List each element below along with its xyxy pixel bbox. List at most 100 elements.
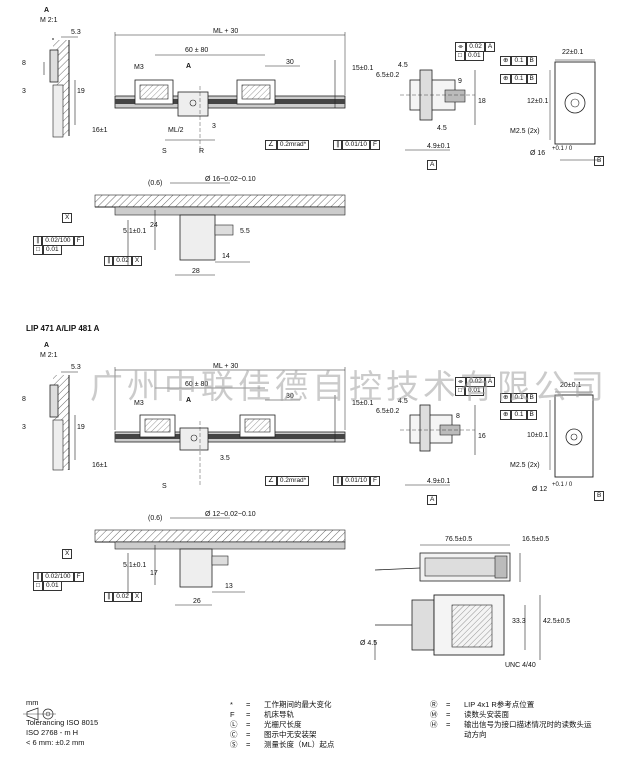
s2-label-m3: M3 bbox=[134, 400, 144, 407]
s2-dim-8b: 8 bbox=[456, 413, 460, 420]
s1-datum-b: B bbox=[594, 156, 605, 166]
legend-item: F=机床导轨 bbox=[230, 710, 294, 719]
legend-tol-2: ISO 2768 - m H bbox=[26, 728, 79, 737]
s1-label-s: S bbox=[162, 148, 167, 155]
s1-dim-3: 3 bbox=[22, 88, 26, 95]
s1-dim-ml30: ML + 30 bbox=[213, 28, 239, 35]
s2-dim-4-5: 4.5 bbox=[398, 398, 408, 405]
s1-label-a: A bbox=[186, 63, 192, 70]
s1-dim-19: 19 bbox=[77, 88, 85, 95]
s1-label-r: R bbox=[199, 148, 205, 155]
legend-item: Ⓒ=图示中无安装架 bbox=[230, 730, 317, 739]
s2-dim-3-5: 3.5 bbox=[220, 455, 230, 462]
s1-dim-28: 28 bbox=[192, 268, 200, 275]
s2-dim-42: 42.5±0.5 bbox=[543, 618, 571, 625]
s1-dim-22: 22±0.1 bbox=[562, 49, 584, 56]
s1-dim-3b: 3 bbox=[212, 123, 216, 130]
watermark: 广州中联佳德自控技术有限公司 bbox=[90, 368, 608, 405]
s2-datum-x: X bbox=[62, 549, 73, 559]
section1-mount-view bbox=[549, 59, 600, 161]
legend-item: Ⓜ=读数头安装面 bbox=[430, 710, 509, 719]
s1-dim-ml2: ML/2 bbox=[168, 127, 184, 134]
s1-dim-9: 9 bbox=[458, 78, 462, 85]
legend-tol-3: < 6 mm: ±0.2 mm bbox=[26, 738, 85, 747]
legend-item: *=工作期间的最大变化 bbox=[230, 700, 332, 709]
s1-dim-18: 18 bbox=[478, 98, 486, 105]
s2-dim-d12: Ø 12 bbox=[532, 486, 548, 493]
s2-dim-19: 19 bbox=[77, 424, 85, 431]
s2-dim-13: 13 bbox=[225, 583, 233, 590]
s2-dim-6-5: 6.5±0.2 bbox=[376, 408, 400, 415]
s2-dim-30: 30 bbox=[286, 393, 294, 400]
s2-scale: M 2:1 bbox=[40, 352, 58, 359]
s1-dim-5-3: 5.3 bbox=[71, 29, 81, 36]
s1-dim-d16: Ø 16 bbox=[530, 150, 546, 157]
s2-dim-8: 8 bbox=[22, 396, 26, 403]
s2-dim-0-6: (0.6) bbox=[148, 515, 163, 522]
s2-label-m25: M2.5 (2x) bbox=[510, 462, 540, 469]
s1-frame-2: □0.01 bbox=[455, 51, 484, 61]
legend-item: Ⓗ=输出信号为接口描述情况时的读数头运 bbox=[430, 720, 592, 729]
s2-datum-a: A bbox=[427, 495, 438, 505]
section1-front-view bbox=[114, 32, 346, 150]
section2-side-view bbox=[400, 404, 476, 486]
s2-view-a-label: A bbox=[44, 342, 50, 349]
s2-dim-ml30: ML + 30 bbox=[213, 363, 239, 370]
s1-scale: M 2:1 bbox=[40, 17, 58, 24]
s1-label-m3: M3 bbox=[134, 64, 144, 71]
section2-view-a bbox=[49, 371, 78, 471]
s1-dim-30: 30 bbox=[286, 59, 294, 66]
s2-label-s: S bbox=[162, 483, 167, 490]
connector-drawing bbox=[374, 544, 541, 660]
s1-frame-5: ∠0.2mrad* bbox=[265, 140, 310, 150]
projection-symbol-icon bbox=[23, 707, 56, 721]
s1-label-m25: M2.5 (2x) bbox=[510, 128, 540, 135]
s2-dim-76: 76.5±0.5 bbox=[445, 536, 473, 543]
s2-dim-20: 20±0.1 bbox=[560, 382, 582, 389]
legend-tol-1: Tolerancing ISO 8015 bbox=[26, 718, 99, 727]
s2-dim-16b: 16 bbox=[478, 433, 486, 440]
section2-front-view bbox=[114, 367, 346, 485]
s2-dim-d12-tol: +0.1 / 0 bbox=[552, 482, 573, 488]
s2-label-unc: UNC 4/40 bbox=[505, 662, 536, 669]
legend-tolerancing: mm Tolerancing ISO 8015 ISO 2768 - m H <… bbox=[26, 698, 98, 748]
s1-dim-6-5: 6.5±0.2 bbox=[376, 72, 400, 79]
s1-datum-a: A bbox=[427, 160, 438, 170]
section2-detail-view bbox=[94, 517, 346, 606]
s1-dim-8: 8 bbox=[22, 60, 26, 67]
s1-dim-5-1: 5.1±0.1 bbox=[123, 228, 147, 235]
s1-view-a-label: A bbox=[44, 7, 50, 14]
legend-col2: Ⓡ=LIP 4x1 R参考点位置 Ⓜ=读数头安装面 Ⓗ=输出信号为接口描述情况时… bbox=[430, 700, 592, 740]
s1-datum-x: X bbox=[62, 213, 73, 223]
section2-mount-view bbox=[549, 391, 594, 478]
s1-dim-4-5b: 4.5 bbox=[437, 125, 447, 132]
s1-dim-60-80: 60 ± 80 bbox=[185, 47, 209, 54]
s2-dim-15: 15±0.1 bbox=[352, 400, 374, 407]
legend-item: Ⓡ=LIP 4x1 R参考点位置 bbox=[430, 700, 535, 709]
s2-dim-16: 16±1 bbox=[92, 462, 108, 469]
s1-dim-0-6: (0.6) bbox=[148, 180, 163, 187]
s1-dim-4-5: 4.5 bbox=[398, 62, 408, 69]
s2-dim-5-1: 5.1±0.1 bbox=[123, 562, 147, 569]
s2-frame-8: □0.01 bbox=[33, 581, 62, 591]
legend-units: mm bbox=[26, 698, 39, 707]
s1-dim-5-5: 5.5 bbox=[240, 228, 250, 235]
s2-frame-5: ∠0.2mrad* bbox=[265, 476, 310, 486]
s2-dim-10: 10±0.1 bbox=[527, 432, 549, 439]
section1-side-view bbox=[400, 69, 476, 151]
s2-dim-33: 33.3 bbox=[512, 618, 526, 625]
s1-dim-12: 12±0.1 bbox=[527, 98, 549, 105]
s2-dim-4-9: 4.9±0.1 bbox=[427, 478, 451, 485]
s1-dim-16: 16±1 bbox=[92, 127, 108, 134]
s2-dim-d12-2: Ø 12−0.02−0.10 bbox=[205, 511, 256, 518]
s2-dim-16-5: 16.5±0.5 bbox=[522, 536, 550, 543]
s1-frame-8: □0.01 bbox=[33, 245, 62, 255]
s2-frame-2: □0.01 bbox=[455, 386, 484, 396]
legend-col1: *=工作期间的最大变化 F=机床导轨 Ⓛ=光栅尺长度 Ⓒ=图示中无安装架 Ⓢ=测… bbox=[230, 700, 334, 750]
s2-dim-26: 26 bbox=[193, 598, 201, 605]
